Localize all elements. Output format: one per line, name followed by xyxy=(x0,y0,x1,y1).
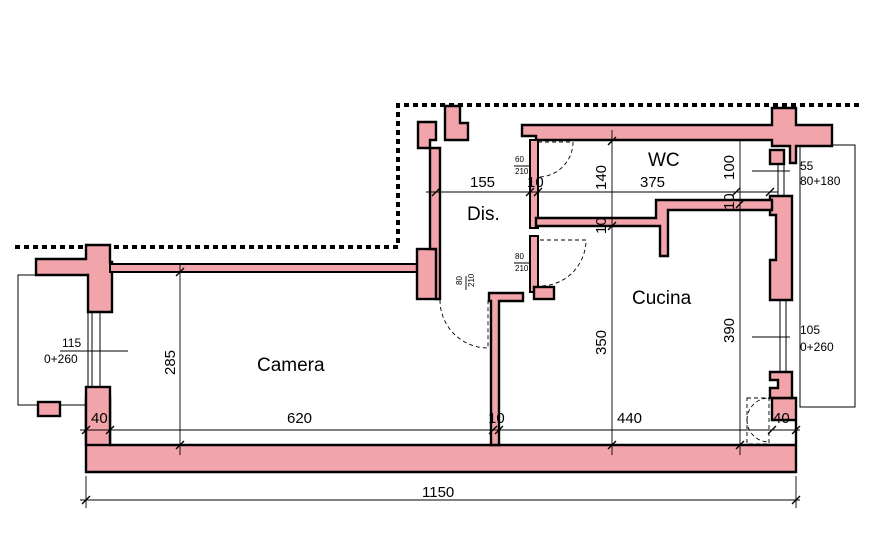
door-cucina-height: 210 xyxy=(515,264,529,273)
door-wc-width: 60 xyxy=(515,155,524,164)
dim-dis-width: 155 xyxy=(470,174,495,191)
dim-camera-height: 285 xyxy=(162,350,179,375)
dim-wall-10-c: 10 xyxy=(721,193,738,210)
room-label-wc: WC xyxy=(648,150,680,171)
door-camera-height: 210 xyxy=(467,273,476,287)
dim-wall-10-b: 10 xyxy=(593,217,610,234)
dim-right-wall: 40 xyxy=(773,410,790,427)
dimension-lines xyxy=(60,130,801,508)
property-boundary xyxy=(15,103,860,249)
dim-wc-width: 375 xyxy=(640,174,665,191)
room-label-dis: Dis. xyxy=(467,204,500,225)
windows xyxy=(91,164,787,387)
window-left-height: 0+260 xyxy=(44,352,78,366)
dim-wc-height-right: 100 xyxy=(721,155,738,180)
window-right-bottom-height: 0+260 xyxy=(800,340,834,354)
window-right-top-width: 55 xyxy=(800,159,814,173)
door-camera-width: 80 xyxy=(455,276,464,285)
dim-wall-10-a: 10 xyxy=(527,174,544,191)
door-cucina-width: 80 xyxy=(515,252,524,261)
dim-cucina-total-height: 390 xyxy=(721,318,738,343)
walls xyxy=(34,104,834,474)
window-right-top-height: 80+180 xyxy=(800,174,841,188)
dim-total-width: 1150 xyxy=(422,484,454,501)
room-label-cucina: Cucina xyxy=(632,288,692,309)
dim-camera-width: 620 xyxy=(287,410,312,427)
dim-cucina-height: 350 xyxy=(593,330,610,355)
room-label-camera: Camera xyxy=(257,355,325,376)
window-right-bottom-width: 105 xyxy=(800,323,820,337)
dim-left-wall: 40 xyxy=(91,410,108,427)
door-wc-height: 210 xyxy=(515,167,529,176)
dim-partition: 10 xyxy=(488,410,505,427)
dim-cucina-width: 440 xyxy=(617,410,642,427)
window-left-width: 115 xyxy=(62,336,81,350)
dim-wc-height: 140 xyxy=(593,165,610,190)
doors xyxy=(439,141,770,445)
